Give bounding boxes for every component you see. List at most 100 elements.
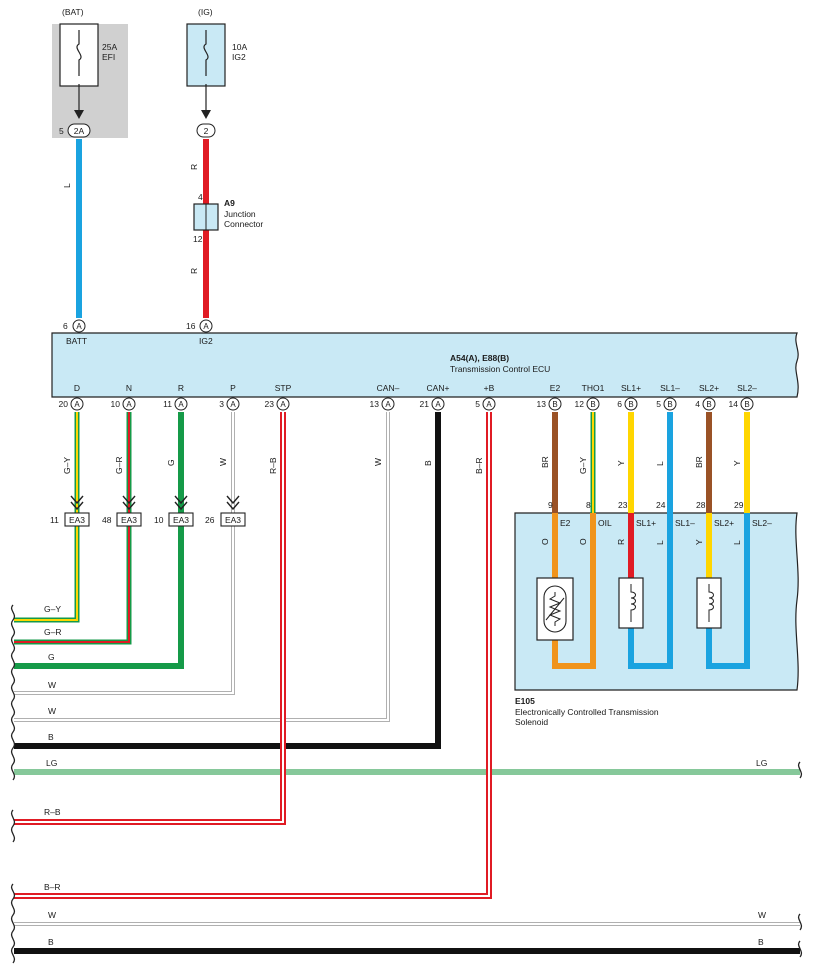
sol-wire-code-sl1p: R (616, 539, 626, 545)
left-break-mark (10, 604, 16, 964)
wire-code-tho1: G–Y (578, 457, 588, 474)
ecu-bottom-pin-label: CAN+ (427, 383, 450, 393)
ea3-label: EA3 (173, 515, 189, 525)
ecu-bottom-pin-label: N (126, 383, 132, 393)
solenoid-pin-label: E2 (560, 518, 571, 528)
bat-arrow-icon (74, 110, 84, 119)
solenoid-pin-num: 29 (734, 500, 744, 510)
solenoid-line1: Electronically Controlled Transmission (515, 707, 659, 717)
ecu-bottom-pin (548, 397, 562, 411)
ecu-bottom-pin-label: D (74, 383, 80, 393)
ecu-bottom-pin-num: 13 (370, 399, 380, 409)
solenoid-pin-label: OIL (598, 518, 612, 528)
ecu-bottom-pin-num: 10 (111, 399, 121, 409)
ecu-bottom-pin (431, 397, 445, 411)
ea3-chevron-icon (174, 495, 188, 511)
ecu-bottom-pin-conn: A (280, 400, 286, 409)
sol-wire-code-sl1m: L (655, 540, 665, 545)
ecu-bottom-pin (482, 397, 496, 411)
ecu-bottom-pin (174, 397, 188, 411)
ecu-title: A54(A), E88(B) (450, 353, 509, 363)
batt-wire-code: L (62, 183, 72, 188)
bus-wire-r (14, 412, 184, 669)
ig2-fuse-name: IG2 (232, 52, 246, 62)
ecu-bottom-pin (740, 397, 754, 411)
solenoid-pin-num: 28 (696, 500, 706, 510)
ecu-bottom-pin (586, 397, 600, 411)
ecu-bottom-pin-num: 4 (695, 399, 700, 409)
wire-code-plusb: B–R (474, 457, 484, 474)
ecu-bottom-pin (70, 397, 84, 411)
ecu-bottom-pin (663, 397, 677, 411)
sol-wire-code-e2: O (540, 538, 550, 545)
ecu-bottom-pin-label: CAN– (377, 383, 400, 393)
ecu-bottom-pin (122, 397, 136, 411)
sol-wire-code-sl2m: L (732, 540, 742, 545)
ecu-bottom-pin-num: 21 (420, 399, 430, 409)
bus-wire-n (14, 412, 132, 645)
ecu-bottom-pin-num: 20 (59, 399, 69, 409)
solenoid-pin-label: SL2+ (714, 518, 734, 528)
bus-label: B–R (44, 882, 61, 892)
ig2-conn-pin (196, 123, 216, 138)
ecu-bottom-pin-num: 5 (475, 399, 480, 409)
ea3-connector (220, 512, 246, 527)
bus-label: G (48, 652, 55, 662)
sol-wire-code-oil: O (578, 538, 588, 545)
ecu-bottom-pin-label: R (178, 383, 184, 393)
ecu-bottom-pin-num: 11 (163, 399, 172, 409)
ecu-top-num: 6 (63, 321, 68, 331)
solenoid-pin-num: 23 (618, 500, 628, 510)
ecu-bottom-pin-conn: B (744, 400, 749, 409)
ea3-label: EA3 (69, 515, 85, 525)
resistor-icon (545, 592, 565, 626)
sol-wire-code-sl2p: Y (694, 539, 704, 545)
wire-code-e2: BR (540, 456, 550, 468)
bus-label: R–B (44, 807, 61, 817)
solenoid-pin-label: SL1– (675, 518, 695, 528)
ecu-bottom-pin-conn: B (552, 400, 557, 409)
solenoid-line2: Solenoid (515, 717, 548, 727)
wire-code-d: G–Y (62, 457, 72, 474)
bus-label: B (48, 937, 54, 947)
ecu-bottom-pin-num: 6 (617, 399, 622, 409)
ecu-bottom-pin (381, 397, 395, 411)
ea3-chevron-icon (122, 495, 136, 511)
solenoid-pin-num: 8 (586, 500, 591, 510)
ecu-bottom-pin-conn: A (74, 400, 80, 409)
ecu-bottom-pin-label: SL2+ (699, 383, 719, 393)
ecu-bottom-pin-conn: B (667, 400, 672, 409)
ecu-bottom-pin-conn: A (385, 400, 391, 409)
ecu-bottom-pin (226, 397, 240, 411)
ecu-bottom-pin-label: SL1+ (621, 383, 641, 393)
junction-line1: Junction (224, 209, 256, 219)
solenoid-pin-num: 9 (548, 500, 553, 510)
ecu-bottom-pin-num: 23 (265, 399, 275, 409)
ig-source-label: (IG) (198, 7, 213, 17)
right-break-mark (797, 761, 803, 958)
ea3-connector (168, 512, 194, 527)
efi-fuse-rating: 25A (102, 42, 117, 52)
efi-fuse-name: EFI (102, 52, 115, 62)
ig2-fuse-rating: 10A (232, 42, 247, 52)
bus-label: G–R (44, 627, 61, 637)
ecu-bottom-pin-conn: A (126, 400, 132, 409)
ecu-top-pin-ig2 (199, 319, 213, 333)
bus-label-right: W (758, 910, 766, 920)
wire-code-sl1m: L (655, 461, 665, 466)
bus-label-right: B (758, 937, 764, 947)
ecu-bottom-pin-conn: A (230, 400, 236, 409)
ea3-num: 48 (102, 515, 112, 525)
solenoid-id: E105 (515, 696, 535, 706)
ig-arrow-icon (201, 110, 211, 119)
ea3-label: EA3 (121, 515, 137, 525)
ea3-num: 26 (205, 515, 215, 525)
ea3-num: 10 (154, 515, 164, 525)
junction-pin-top: 4 (198, 192, 203, 202)
ea3-chevron-icon (70, 495, 84, 511)
wire-code-sl1p: Y (616, 460, 626, 466)
ecu-subtitle: Transmission Control ECU (450, 364, 550, 374)
ecu-bottom-pin-conn: B (628, 400, 633, 409)
wire-code-p: W (218, 458, 228, 466)
bus-wire-canp (14, 412, 441, 749)
